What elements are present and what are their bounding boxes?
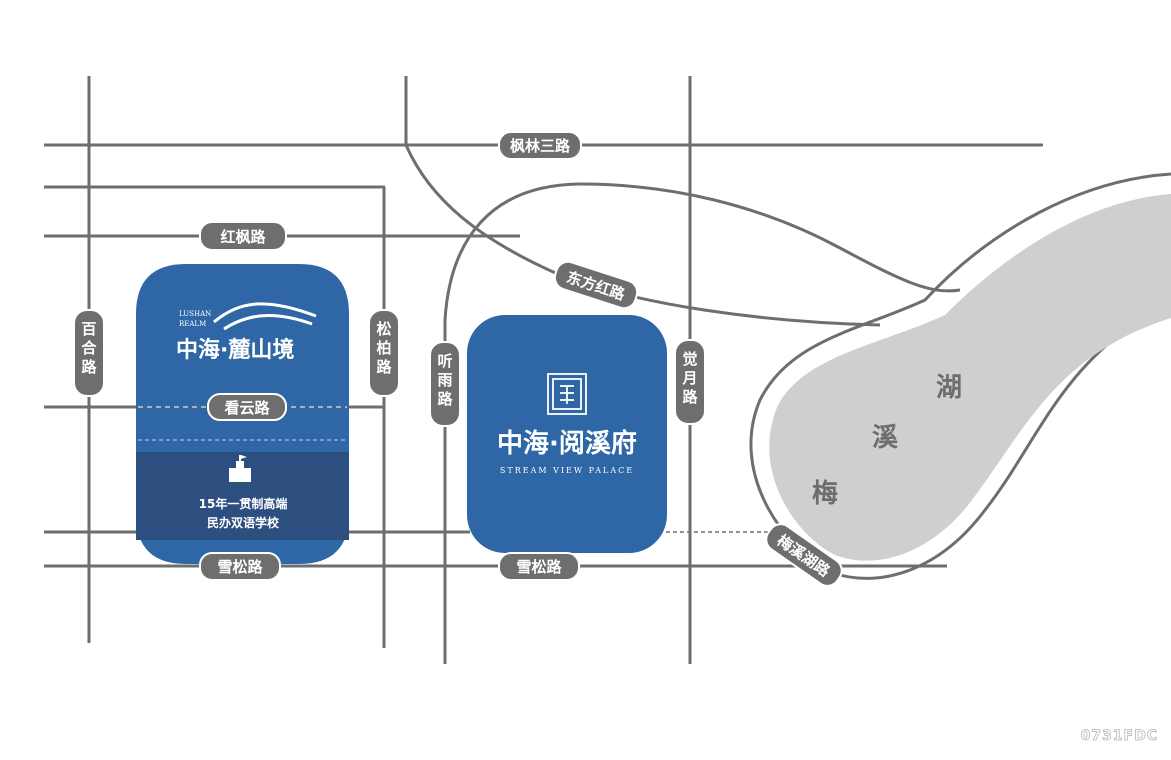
yuexi-seal-logo-icon bbox=[547, 373, 587, 415]
road-labels: 枫林三路 红枫路 东方红路 看云路 雪松路 bbox=[73, 131, 843, 587]
road-label-xuesong-left[interactable]: 雪松路 bbox=[199, 552, 281, 581]
road-label-tingyu[interactable]: 听雨路 bbox=[429, 341, 461, 427]
lushan-brand-en-line2: REALM bbox=[179, 320, 206, 328]
road-label-xuesong-right-text: 雪松路 bbox=[516, 558, 562, 576]
road-label-fenglin-san[interactable]: 枫林三路 bbox=[498, 131, 582, 160]
lake-char-xi: 溪 bbox=[872, 423, 899, 453]
road-label-hongfeng[interactable]: 红枫路 bbox=[199, 221, 287, 251]
road-label-jueyue[interactable]: 觉月路 bbox=[674, 339, 706, 425]
yuexi-brand-en: STREAM VIEW PALACE bbox=[500, 466, 634, 475]
lake-water bbox=[769, 194, 1171, 561]
school-text-line1: 15年一贯制高端 bbox=[199, 496, 288, 511]
lake-outer-outline bbox=[749, 172, 1171, 580]
lake-char-mei: 梅 bbox=[812, 478, 838, 509]
school-building-icon bbox=[229, 455, 251, 482]
road-label-hongfeng-text: 红枫路 bbox=[220, 228, 266, 246]
road-label-dongfanghong[interactable]: 东方红路 bbox=[552, 259, 641, 312]
lushan-wave-logo-icon bbox=[213, 302, 317, 331]
road-label-fenglin-san-text: 枫林三路 bbox=[510, 137, 571, 155]
lushan-brand-cn: 中海·麓山境 bbox=[176, 337, 294, 363]
meixi-lake: 湖 溪 梅 bbox=[749, 172, 1171, 580]
watermark: 0731FDC bbox=[1081, 728, 1158, 744]
road-label-xuesong-left-text: 雪松路 bbox=[217, 558, 263, 576]
yuexi-brand-cn: 中海·阅溪府 bbox=[497, 428, 637, 459]
road-label-jueyue-text: 觉月路 bbox=[681, 350, 698, 406]
road-line-dongfanghong bbox=[404, 76, 881, 327]
road-label-songbai[interactable]: 松柏路 bbox=[368, 309, 400, 397]
road-label-kanyun[interactable]: 看云路 bbox=[207, 393, 287, 421]
lake-char-hu: 湖 bbox=[936, 373, 962, 403]
lushan-brand-en-line1: LUSHAN bbox=[179, 310, 211, 318]
school-text-line2: 民办双语学校 bbox=[207, 515, 280, 530]
road-line-tingyu bbox=[443, 182, 961, 664]
project-yuexi-block[interactable]: 中海·阅溪府 STREAM VIEW PALACE bbox=[467, 315, 667, 553]
road-label-xuesong-right[interactable]: 雪松路 bbox=[498, 552, 580, 581]
yuexi-card bbox=[467, 315, 667, 553]
road-label-songbai-text: 松柏路 bbox=[376, 320, 392, 376]
road-label-baihe-text: 百合路 bbox=[80, 320, 97, 376]
road-label-kanyun-text: 看云路 bbox=[224, 399, 270, 417]
road-label-tingyu-text: 听雨路 bbox=[437, 352, 453, 408]
road-label-baihe[interactable]: 百合路 bbox=[73, 309, 105, 397]
